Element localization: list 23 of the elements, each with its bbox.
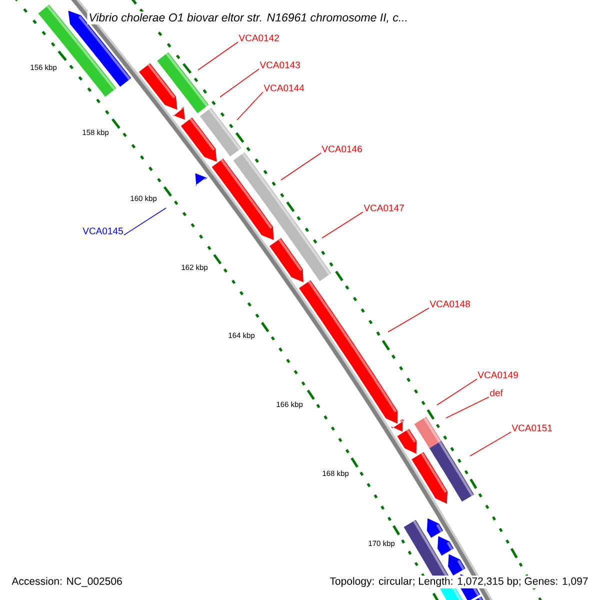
leader-line [124,208,166,236]
leader-line [388,308,430,332]
gene-label: VCA0148 [430,300,470,308]
leader-line [470,432,512,456]
gene-label: VCA0142 [238,34,279,42]
leader-line [446,396,490,418]
leader-line [322,212,364,238]
leader-line [198,42,238,70]
leader-line [236,92,264,120]
gene-label: def [490,389,503,396]
gene-label: VCA0146 [322,146,362,152]
info-text: Topology: circular; Length: 1,072,315 bp; Genes: 1,097 [328,576,590,588]
leader-line [220,68,260,98]
map-title: Vibrio cholerae O1 biovar eltor str. N16961 chromosome II, c... [87,12,410,24]
gene-label: VCA0149 [478,372,518,378]
info-text: Accession: NC_002506 [10,576,124,588]
leader-line [280,152,322,180]
gene-label: VCA0144 [264,84,304,92]
gene-label: VCA0145 [82,228,123,234]
gene-label: VCA0147 [364,204,404,212]
gene-label: VCA0151 [512,424,552,432]
leader-line [436,378,478,406]
gene-label: VCA0143 [260,62,300,68]
